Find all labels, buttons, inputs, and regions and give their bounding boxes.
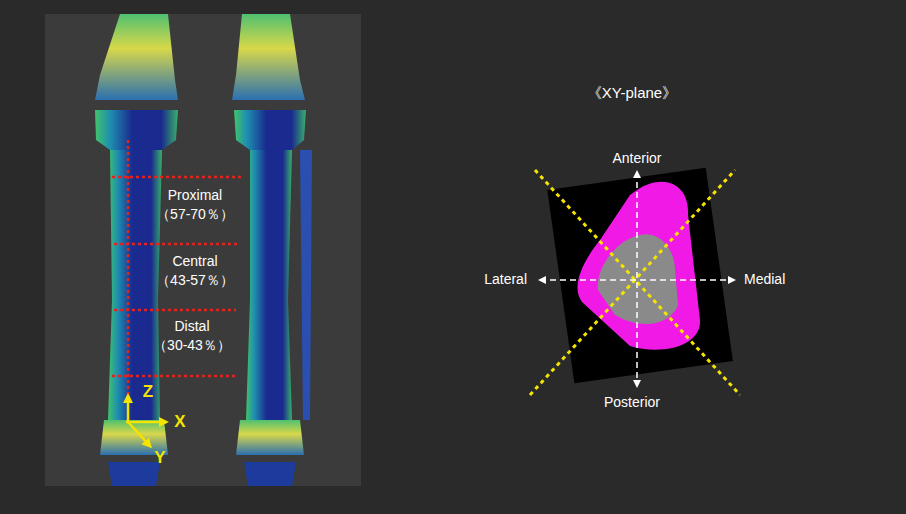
region-range: （30-43％） xyxy=(153,337,231,354)
direction-label: Anterior xyxy=(612,150,661,167)
panel-title: 《XY-plane》 xyxy=(587,84,677,101)
diagonal-lines xyxy=(530,170,740,395)
region-range: （57-70％） xyxy=(156,206,234,223)
region-name: Proximal xyxy=(168,187,222,204)
image-panel xyxy=(45,14,361,486)
axis-label: Y xyxy=(154,449,165,466)
region-lines xyxy=(112,140,242,400)
direction-arrows xyxy=(540,172,734,386)
region-name: Distal xyxy=(174,318,209,335)
axis-label: Z xyxy=(143,383,153,400)
region-name: Central xyxy=(172,253,217,270)
axes xyxy=(126,396,166,446)
direction-label: Lateral xyxy=(484,271,527,288)
axis-label: X xyxy=(174,413,185,430)
region-range: （43-57％） xyxy=(156,272,234,289)
bones xyxy=(95,14,312,486)
direction-label: Medial xyxy=(744,271,785,288)
direction-label: Posterior xyxy=(604,394,660,411)
